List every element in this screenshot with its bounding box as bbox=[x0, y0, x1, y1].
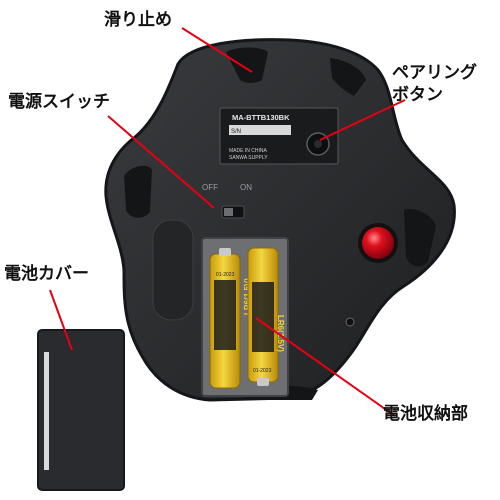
callout-line-power bbox=[107, 115, 215, 209]
battery-right: LR6(1.5V) 01-2023 bbox=[247, 247, 285, 386]
power-switch-label: 電源スイッチ bbox=[8, 92, 110, 112]
battery-right-text: LR6(1.5V) bbox=[276, 315, 285, 352]
label-origin: MADE IN CHINA bbox=[229, 148, 267, 154]
battery-compartment-label: 電池収納部 bbox=[383, 404, 468, 424]
battery-left-code: 01-2023 bbox=[216, 272, 235, 278]
battery-cover-label: 電池カバー bbox=[4, 264, 89, 284]
switch-label-off: OFF bbox=[202, 183, 218, 192]
trackball-ball bbox=[362, 227, 394, 259]
pairing-button-label: ペアリング ボタン bbox=[392, 62, 488, 106]
battery-cover-slot bbox=[44, 352, 49, 470]
slip-pad-top-right bbox=[330, 58, 366, 96]
callout-line-slip bbox=[181, 27, 253, 73]
slip-pad-right bbox=[404, 208, 436, 267]
side-recess bbox=[152, 219, 194, 321]
label-serial-box bbox=[229, 125, 291, 135]
switch-label-on: ON bbox=[240, 183, 252, 192]
callout-line-pair bbox=[319, 99, 406, 141]
slip-pad-left bbox=[124, 165, 152, 218]
pairing-button-label-line1: ペアリング bbox=[392, 63, 477, 83]
label-serial: S/N bbox=[231, 129, 241, 135]
battery-right-code: 01-2023 bbox=[253, 368, 272, 374]
battery-cover bbox=[37, 329, 125, 491]
pairing-button-label-line2: ボタン bbox=[392, 85, 443, 105]
label-model: MA-BTTB130BK bbox=[232, 113, 290, 122]
mouse-body bbox=[104, 38, 456, 402]
screw bbox=[345, 317, 355, 327]
power-switch-knob bbox=[224, 208, 233, 216]
slip-pad-top-left bbox=[226, 47, 268, 83]
slip-pads-label: 滑り止め bbox=[104, 10, 172, 30]
label-brand: SANWA SUPPLY bbox=[229, 155, 268, 161]
callout-line-batt bbox=[255, 317, 396, 417]
callout-line-cover bbox=[49, 289, 73, 351]
pairing-button-core bbox=[314, 140, 322, 148]
